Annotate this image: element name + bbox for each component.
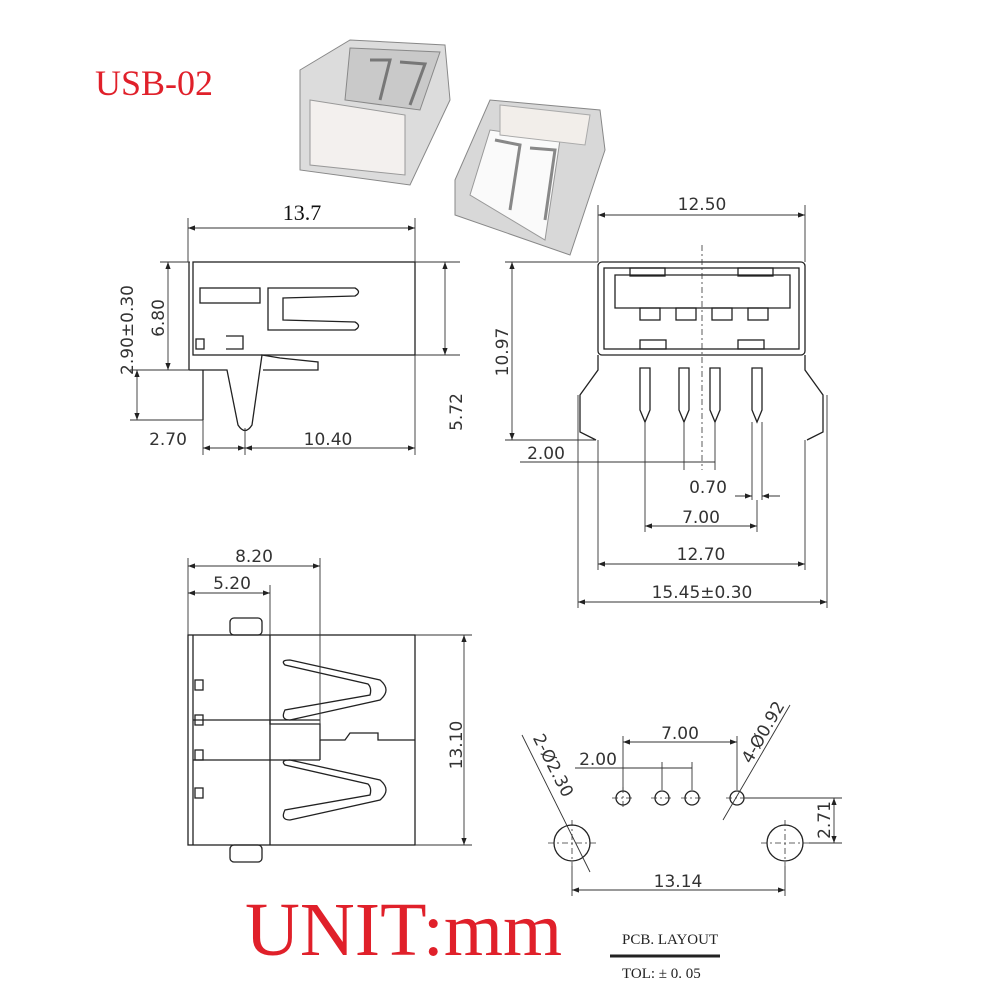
pcb-layout: 7.00 2.00 4-Ø0.92 2-Ø2.30 13.14 2.71 [521,698,842,896]
product-photo [299,39,606,256]
side-view: 13.7 6.80 2.90±0.30 5.72 2.70 10.40 [118,200,467,455]
pcb-layout-label: PCB. LAYOUT [622,932,718,948]
dim-pitch-outer: 7.00 [682,508,720,528]
dim-a: 8.20 [235,547,273,567]
dim-pin-to-end: 10.40 [304,430,353,450]
dim-b: 5.20 [213,574,251,594]
dim-total-width: 15.45±0.30 [652,583,753,603]
dim-height-bottom: 13.10 [447,721,467,770]
mount-hole-spec: 2-Ø2.30 [528,731,577,801]
pcb-dim-row-offset: 2.71 [815,801,835,839]
unit-label: UNIT:mm [245,888,562,972]
bottom-view: 8.20 5.20 13.10 [187,547,472,863]
product-title: USB-02 [95,63,213,103]
front-view: 12.50 10.97 2.00 0.70 7.00 12.70 15.45±0… [493,195,828,608]
dim-pin-offset: 2.70 [149,430,187,450]
dim-right-height: 5.72 [447,393,467,431]
pcb-dim-pitch-outer: 7.00 [661,724,699,744]
dim-total-height: 2.90±0.30 [118,285,138,375]
tolerance-label: TOL: ± 0. 05 [622,966,701,982]
pins [639,367,763,424]
dim-pin-width: 0.70 [689,478,727,498]
dim-width: 13.7 [283,200,322,225]
pcb-dim-mount-span: 13.14 [654,872,703,892]
dim-width-top: 12.50 [678,195,727,215]
pin-hole-spec: 4-Ø0.92 [738,698,789,767]
dim-leg-span: 12.70 [677,545,726,565]
dim-body-height: 6.80 [149,299,169,337]
dim-height: 10.97 [493,328,513,377]
dim-pitch-inner: 2.00 [527,444,565,464]
pcb-dim-pitch-inner: 2.00 [579,750,617,770]
